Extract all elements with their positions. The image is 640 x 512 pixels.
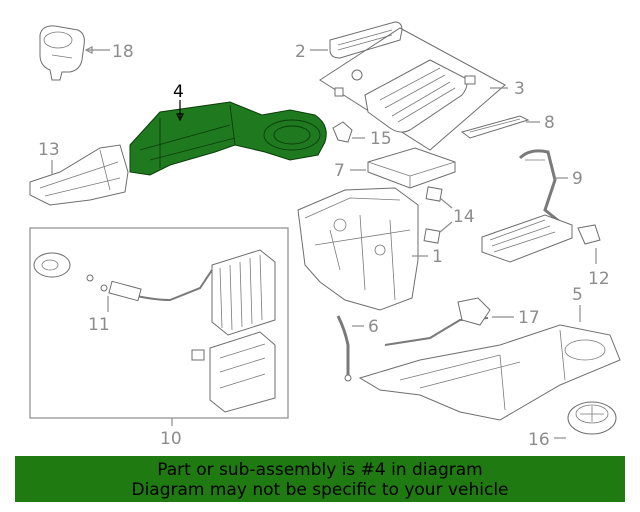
banner-line-2: Diagram may not be specific to your vehi…: [131, 480, 509, 500]
part-4-air-duct: [129, 101, 327, 176]
callout-1: 1: [432, 247, 443, 267]
part-1-hvac-case: [297, 187, 419, 311]
callout-18: 18: [112, 42, 134, 62]
part-17-bracket: [384, 297, 491, 346]
part-18-actuator: [39, 25, 85, 81]
callout-7: 7: [334, 161, 345, 181]
callout-12: 12: [588, 269, 610, 289]
callout-9: 9: [572, 169, 583, 189]
callout-13: 13: [38, 140, 60, 160]
part-7-filter: [367, 147, 456, 189]
callout-3: 3: [514, 79, 525, 99]
callout-11: 11: [88, 315, 110, 335]
parts-diagram: 18 2 3 4 15 8 7: [29, 21, 621, 450]
banner-line-1: Part or sub-assembly is #4 in diagram: [157, 460, 483, 480]
callout-2: 2: [295, 42, 306, 62]
callout-4: 4: [173, 82, 184, 102]
part-8-bracket: [460, 115, 530, 139]
part-2-grille: [329, 21, 403, 59]
part-6-drain-hose: [336, 315, 352, 382]
callout-5: 5: [572, 285, 583, 305]
part-12-heater-core: [481, 214, 601, 263]
part-10-evaporator: [33, 249, 276, 413]
part-14-clips: [423, 186, 443, 244]
part-9-pipe: [518, 149, 561, 224]
part-5-lower-case: [358, 324, 621, 421]
callout-16: 16: [528, 430, 550, 450]
callout-10: 10: [160, 429, 182, 449]
part-13-duct: [29, 144, 129, 206]
callout-17: 17: [518, 308, 540, 328]
part-16-blower-motor: [567, 401, 617, 435]
callout-6: 6: [368, 317, 379, 337]
callout-14: 14: [453, 207, 475, 227]
info-banner: Part or sub-assembly is #4 in diagram Di…: [15, 456, 625, 502]
part-3-actuator-assembly: [319, 27, 506, 151]
callout-8: 8: [544, 113, 555, 133]
part-10-group-frame: [29, 227, 289, 419]
part-15-clip: [332, 121, 353, 143]
callout-15: 15: [370, 129, 392, 149]
